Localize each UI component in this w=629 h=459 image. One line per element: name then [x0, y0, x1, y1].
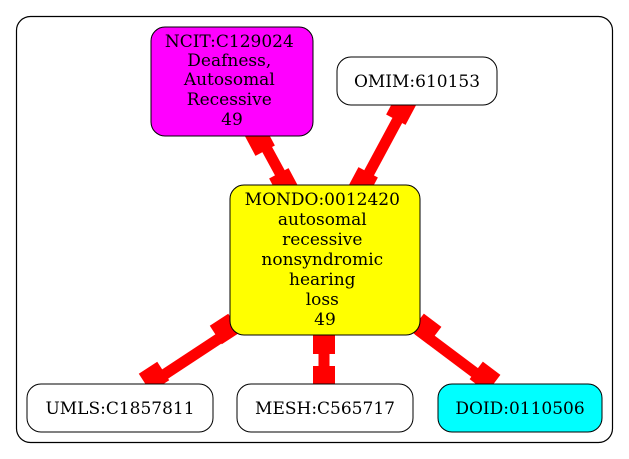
node-ncit-line: 49 — [221, 110, 243, 130]
node-omim[interactable]: OMIM:610153 — [336, 56, 498, 106]
node-ncit-line: Autosomal — [183, 70, 275, 90]
node-ncit-line: Deafness, — [187, 51, 271, 71]
node-omim-box — [336, 56, 498, 106]
node-umls-box — [26, 383, 214, 433]
node-doid-label: DOID:0110506 — [455, 399, 584, 419]
edge-end-mesh-end — [313, 366, 335, 388]
node-umls-label: UMLS:C1857811 — [45, 399, 194, 419]
node-doid[interactable]: DOID:0110506 — [437, 383, 603, 433]
node-mesh-box — [236, 383, 414, 433]
svg-text:MONDO:0012420 autosomal: MONDO:0012420 autosomal recessive nonsyn… — [245, 190, 406, 330]
node-center-line: 49 — [314, 310, 336, 330]
node-umls[interactable]: UMLS:C1857811 — [26, 383, 214, 433]
node-mesh-label: MESH:C565717 — [255, 399, 395, 419]
node-ncit-line: Recessive — [187, 90, 272, 110]
node-ncit-box — [150, 26, 314, 137]
node-doid-box — [437, 383, 603, 433]
node-center-line: loss — [306, 290, 339, 310]
node-omim-label: OMIM:610153 — [354, 72, 480, 92]
node-center-line: hearing — [289, 270, 356, 290]
node-center-line: autosomal — [278, 210, 367, 230]
node-center-line: nonsyndromic — [261, 250, 383, 270]
node-center-line: MONDO:0012420 — [245, 190, 400, 210]
node-center-box — [229, 184, 421, 336]
node-ncit-line: NCIT:C129024 — [165, 32, 294, 52]
node-mesh[interactable]: MESH:C565717 — [236, 383, 414, 433]
svg-text:NCIT:C129024 Deafness,: NCIT:C129024 Deafness, Autosomal Recessi… — [165, 32, 299, 130]
node-ncit[interactable]: NCIT:C129024 Deafness, Autosomal Recessi… — [150, 26, 314, 137]
node-center[interactable]: MONDO:0012420 autosomal recessive nonsyn… — [229, 184, 421, 336]
node-center-line: recessive — [282, 230, 362, 250]
edge-end-mesh-start — [313, 332, 335, 354]
